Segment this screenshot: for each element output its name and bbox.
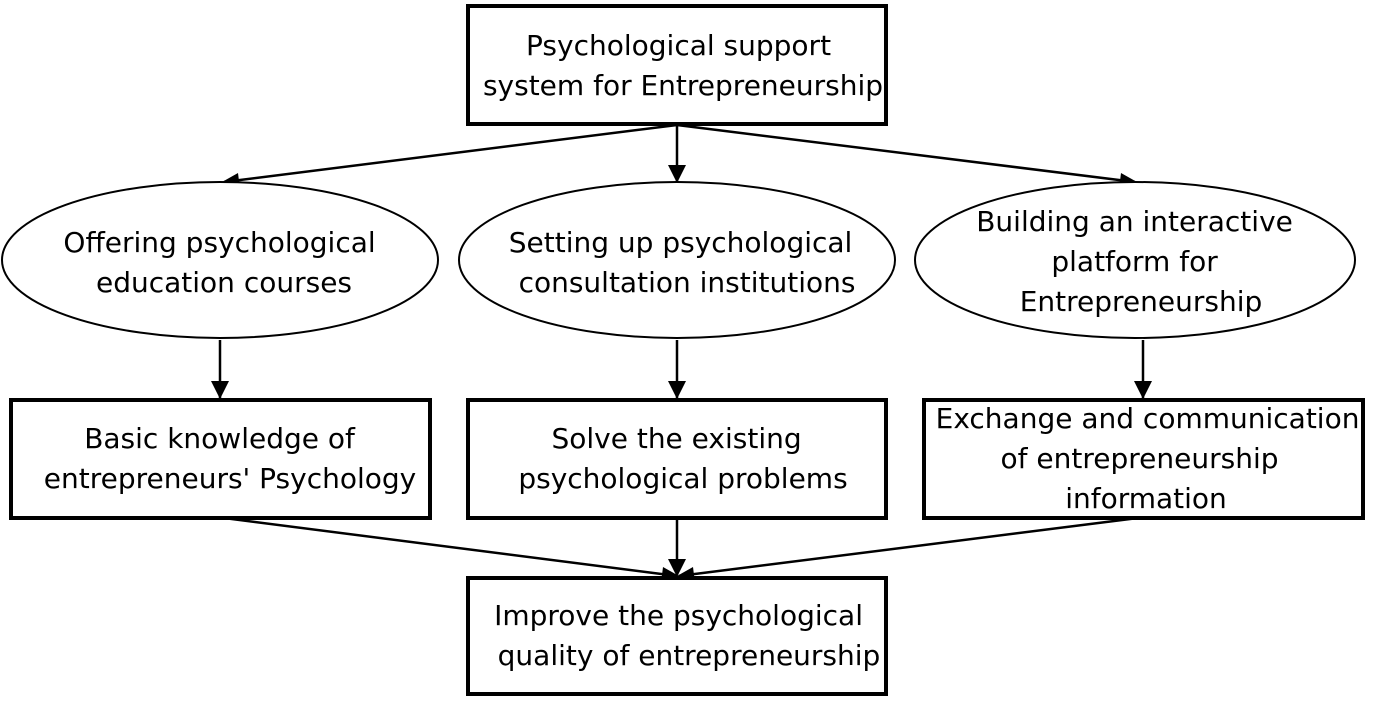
outcome-2-line-1: Solve the existing: [551, 422, 801, 455]
outcome-1-line-2: entrepreneurs' Psychology: [44, 462, 416, 495]
root-node: Psychological support system for Entrepr…: [466, 4, 888, 126]
outcome-1-line-1: Basic knowledge of: [84, 422, 356, 455]
edge-outcome-1-to-goal: [223, 516, 678, 578]
outcome-node-3: Exchange and communication of entreprene…: [922, 398, 1369, 520]
arrowhead-outcome-2: [668, 381, 686, 399]
svg-text:Improve the psychological: Improve the psychological quality of ent…: [494, 599, 880, 672]
outcome-3-line-3: information: [1065, 482, 1227, 515]
method-node-1: Offering psychological education courses: [1, 181, 439, 339]
method-3-line-2: platform for: [1051, 245, 1218, 278]
root-line-2: system for Entrepreneurship: [483, 69, 883, 102]
method-node-3: Building an interactive platform for Ent…: [914, 181, 1356, 339]
root-line-1: Psychological support: [526, 29, 831, 62]
edge-outcome-3-to-goal: [678, 516, 1139, 578]
arrowhead-method-2: [668, 165, 686, 183]
arrowhead-outcome-3: [1134, 381, 1152, 399]
svg-text:Solve the existing psych: Solve the existing psychological problem…: [518, 422, 847, 495]
outcome-3-line-1: Exchange and communication: [936, 402, 1360, 435]
goal-node: Improve the psychological quality of ent…: [466, 576, 888, 696]
svg-text:Basic knowledge of entre: Basic knowledge of entrepreneurs' Psycho…: [44, 422, 416, 495]
edge-root-to-method-3: [676, 123, 1136, 184]
goal-line-1: Improve the psychological: [494, 599, 863, 632]
edge-root-to-method-1: [223, 123, 678, 184]
method-3-line-1: Building an interactive: [976, 205, 1293, 238]
outcome-node-2: Solve the existing psychological problem…: [466, 398, 888, 520]
outcome-2-line-2: psychological problems: [518, 462, 847, 495]
method-node-2: Setting up psychological consultation in…: [458, 181, 896, 339]
arrowhead-goal-from-outcome-2: [668, 559, 686, 577]
method-2-line-2: consultation institutions: [519, 266, 856, 299]
svg-text:Setting up psychological: Setting up psychological consultation in…: [509, 226, 861, 299]
svg-text:Psychological support sy: Psychological support system for Entrepr…: [483, 29, 883, 102]
outcome-3-line-2: of entrepreneurship: [1001, 442, 1279, 475]
svg-text:Offering psychological e: Offering psychological education courses: [63, 226, 384, 299]
arrowhead-outcome-1: [211, 381, 229, 399]
method-3-line-3: Entrepreneurship: [1020, 285, 1263, 318]
svg-text:Building an interactive: Building an interactive platform for Ent…: [976, 205, 1302, 318]
goal-line-2: quality of entrepreneurship: [498, 639, 881, 672]
svg-text:Exchange and communication: Exchange and communication of entreprene…: [936, 402, 1369, 515]
method-1-line-2: education courses: [96, 266, 352, 299]
method-1-line-1: Offering psychological: [63, 226, 375, 259]
outcome-node-1: Basic knowledge of entrepreneurs' Psycho…: [9, 398, 432, 520]
method-2-line-1: Setting up psychological: [509, 226, 853, 259]
